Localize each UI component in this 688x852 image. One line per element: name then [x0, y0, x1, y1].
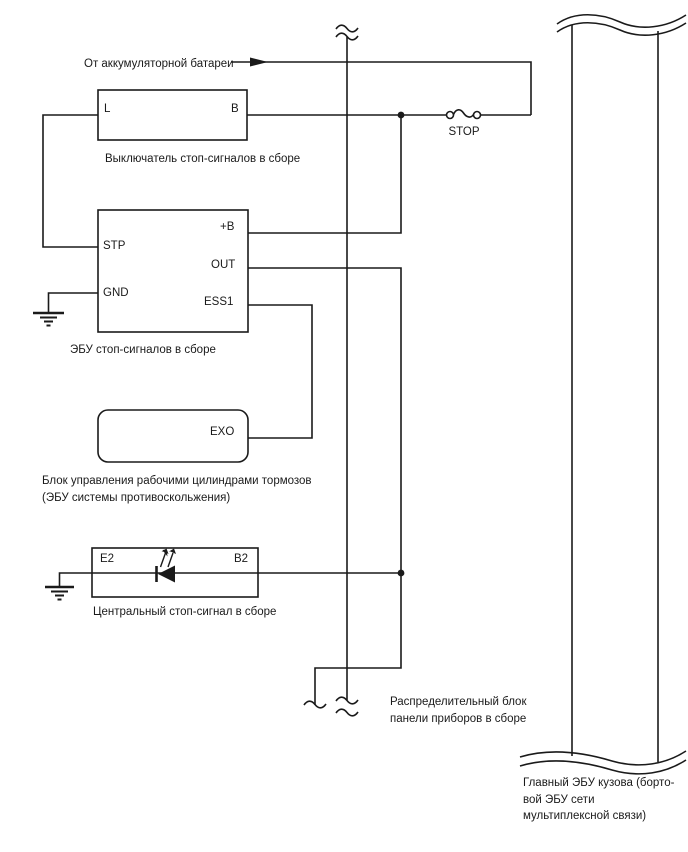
pin-gnd: GND: [103, 287, 129, 299]
break-tilde-icon: [303, 700, 327, 709]
center-stop-light-wire: [58, 572, 401, 587]
ground-icon-2: [45, 585, 74, 601]
stop-light-switch-label: Выключатель стоп-сигналов в сборе: [105, 153, 301, 165]
out-wire: [248, 267, 402, 705]
pin-e2: E2: [100, 553, 115, 565]
stop-light-ecu-box: [97, 209, 249, 333]
from-battery-label: От аккумуляторной батареи: [84, 58, 234, 70]
battery-feed-wire: [231, 57, 532, 115]
brake-actuator-box: [97, 409, 249, 463]
junction-block-label-line1: Распределительный блок: [390, 696, 527, 708]
stop-fuse-label: STOP: [448, 126, 480, 138]
break-tilde-icon: [335, 708, 359, 717]
stop-fuse-icon: [445, 109, 482, 120]
pin-out: OUT: [211, 259, 236, 271]
pin-l: L: [104, 103, 111, 115]
pin-b: B: [231, 103, 239, 115]
break-tilde-icon: [335, 696, 359, 705]
main-body-ecu-label-line3: мультиплексной связи): [523, 810, 647, 822]
break-wave-icon: [556, 14, 687, 28]
junction-block-label: Распределительный блок панели приборов в…: [390, 694, 526, 728]
pin-b2: B2: [234, 553, 249, 565]
main-body-ecu-label: Главный ЭБУ кузова (борто- вой ЭБУ сети …: [523, 775, 674, 825]
pin-exo: EXO: [210, 426, 235, 438]
gnd-wire: [47, 292, 98, 313]
l-to-stp-wire: [42, 114, 98, 248]
stop-light-switch-box: [97, 89, 248, 141]
flow-arrow-icon: [250, 57, 268, 67]
pin-stp: STP: [103, 240, 126, 252]
junction-block-label-line2: панели приборов в сборе: [390, 713, 527, 725]
junction-block-line: [303, 24, 359, 717]
main-body-ecu-label-line2: вой ЭБУ сети: [523, 793, 595, 806]
center-stop-light-label: Центральный стоп-сигнал в сборе: [93, 606, 277, 618]
brake-actuator-label: Блок управления рабочими цилиндрами торм…: [42, 473, 312, 507]
break-wave-icon: [519, 750, 687, 766]
brake-actuator-label-line1: Блок управления рабочими цилиндрами торм…: [42, 475, 312, 487]
main-body-ecu-label-line1: Главный ЭБУ кузова (борто-: [523, 777, 675, 789]
break-tilde-icon: [335, 24, 359, 33]
break-tilde-icon: [335, 32, 359, 41]
ess1-to-exo-wire: [248, 304, 313, 439]
break-wave-icon: [556, 22, 687, 36]
break-wave-icon: [519, 759, 687, 775]
pin-ess1: ESS1: [204, 296, 234, 308]
stop-light-ecu-label: ЭБУ стоп-сигналов в сборе: [70, 344, 216, 356]
brake-actuator-label-line2: (ЭБУ системы противоскольжения): [42, 492, 231, 504]
pin-plus-b: +B: [220, 221, 235, 233]
plus-b-wire: [248, 115, 402, 234]
main-body-ecu-shape: [519, 14, 687, 775]
led-icon: [155, 548, 176, 583]
ground-icon: [33, 311, 64, 327]
